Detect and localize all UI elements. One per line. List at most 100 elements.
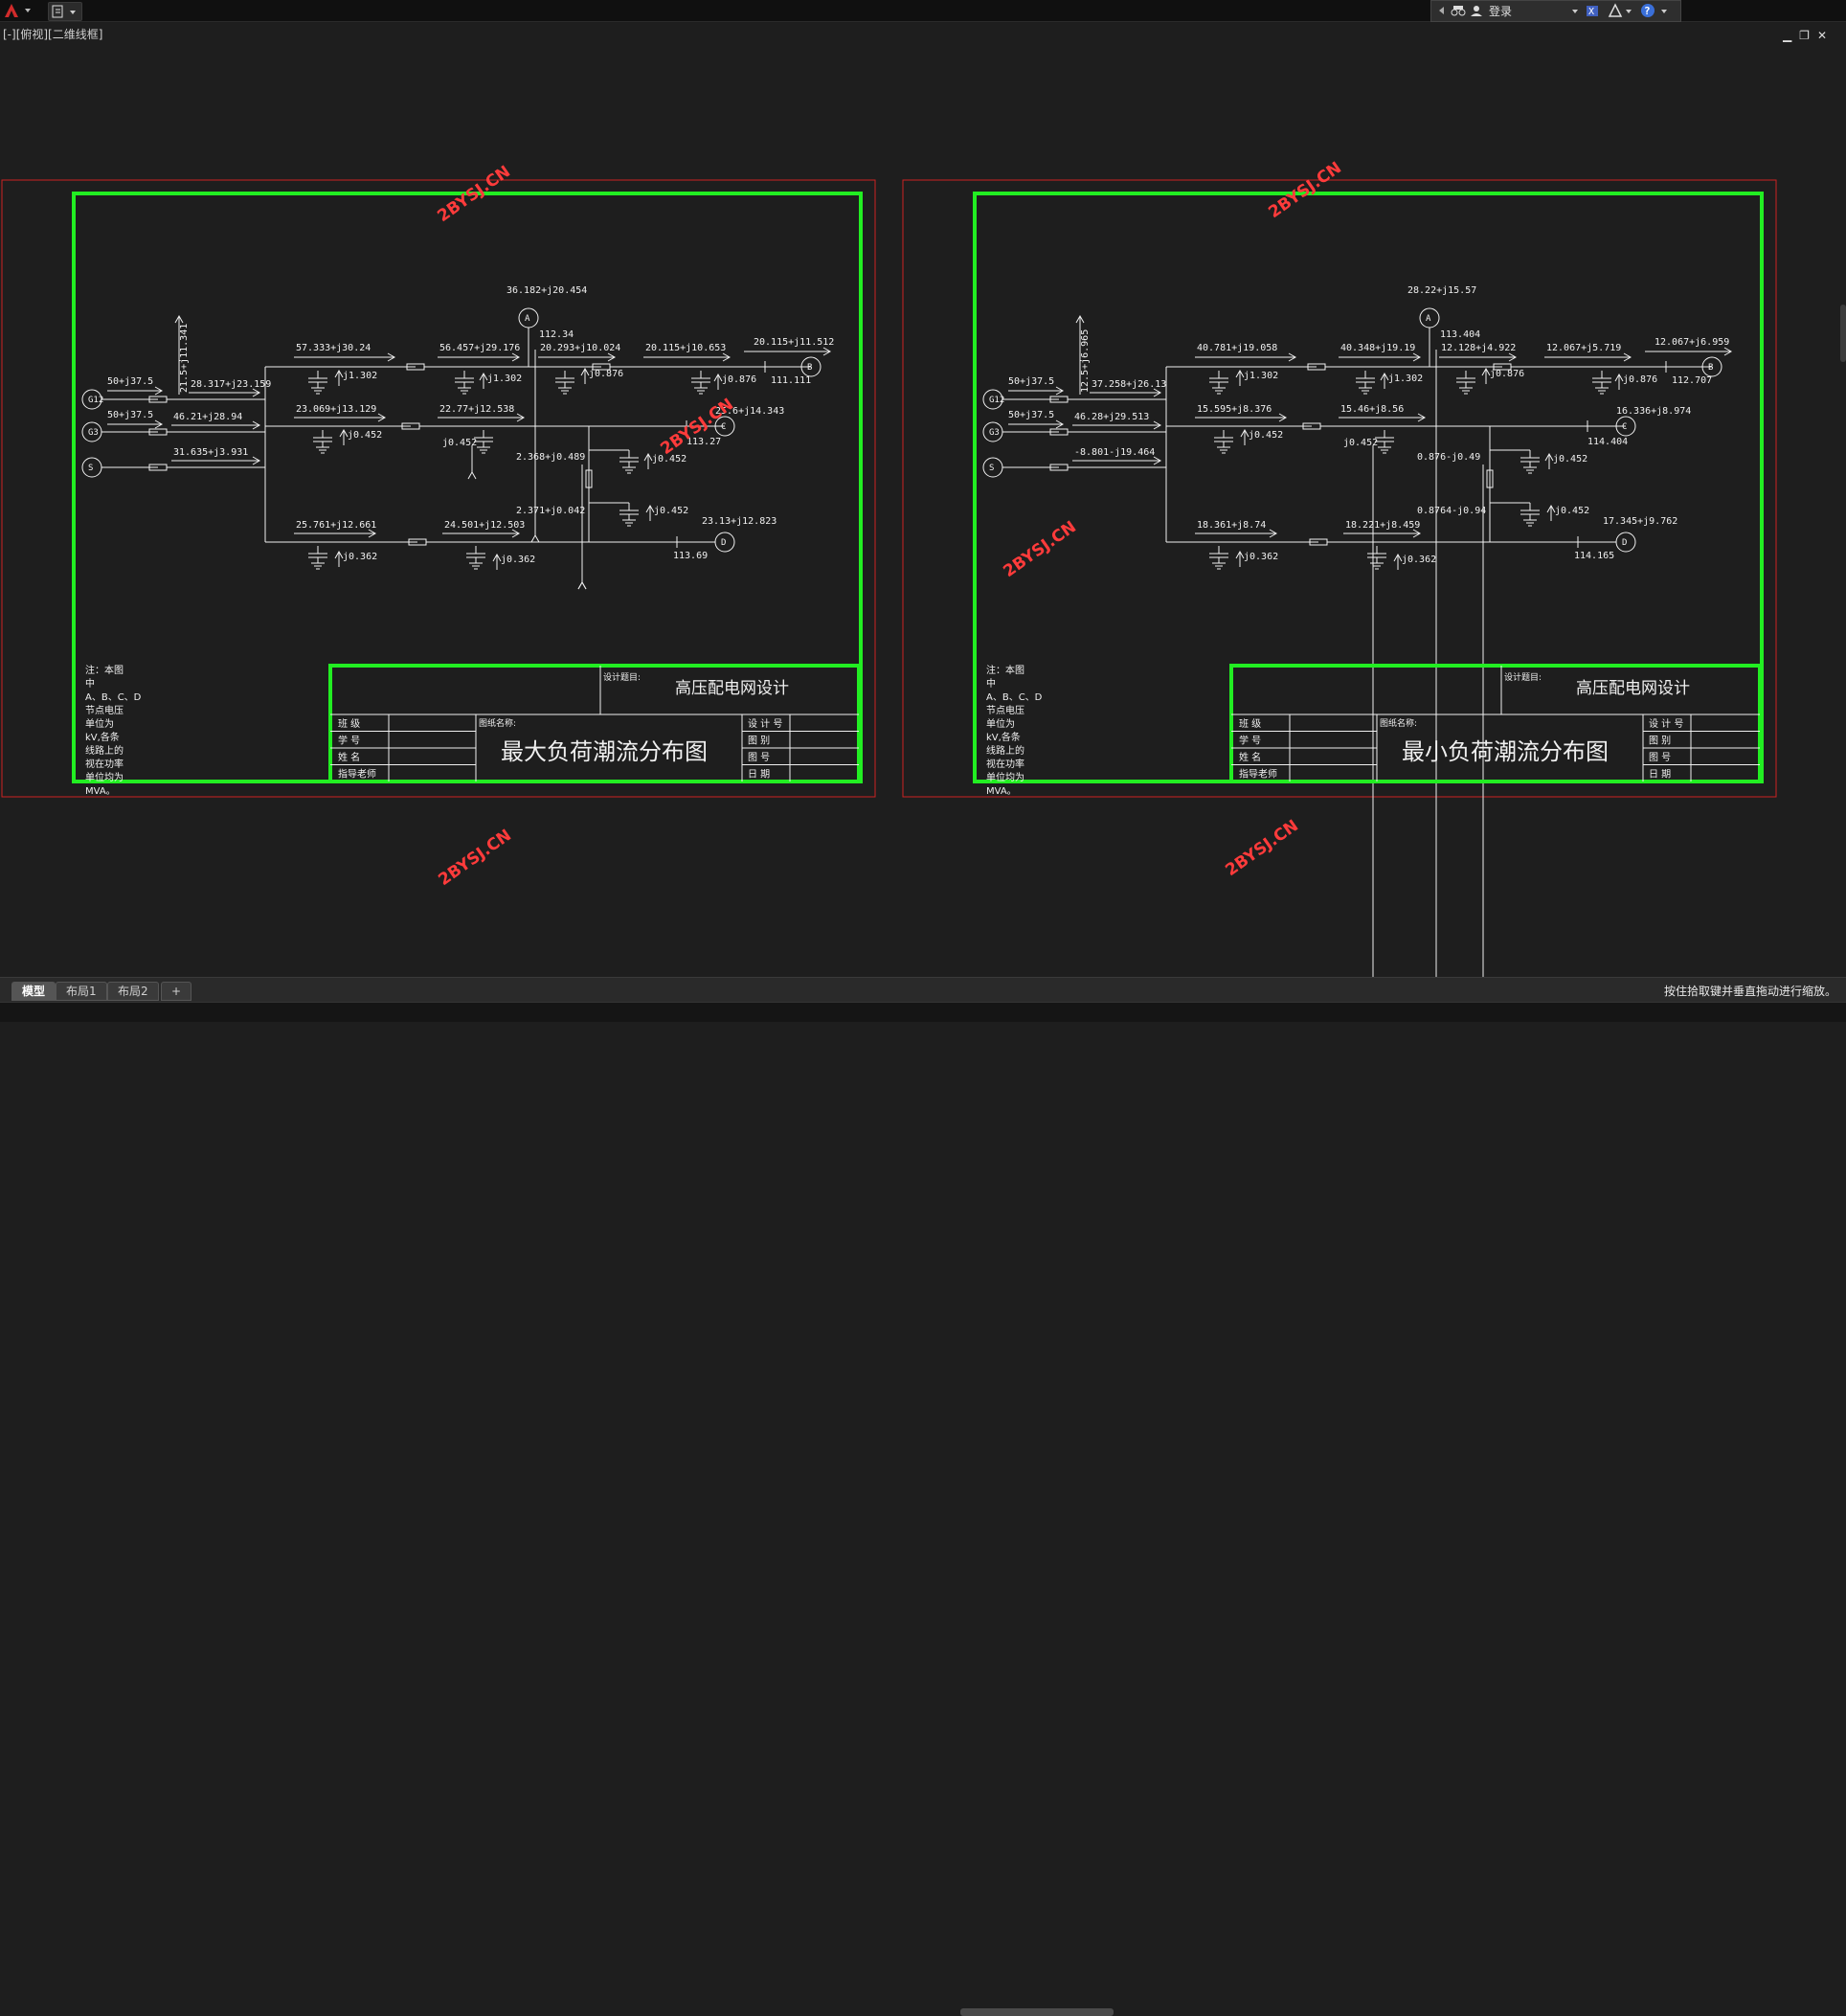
flow-arrow [645, 504, 655, 513]
application-menu-button[interactable] [2, 2, 38, 19]
note-line: 单位为 [85, 717, 114, 730]
watermark-text: 2BYSJ.CN [1222, 816, 1301, 880]
tab-layout2[interactable]: 布局2 [107, 982, 159, 1001]
flow-arrow [377, 413, 387, 422]
note-line: 中 [986, 677, 996, 690]
vertical-scrollbar[interactable] [1840, 305, 1846, 362]
horizontal-scrollbar-thumb[interactable] [960, 2008, 1114, 2016]
flow-arrow [511, 529, 521, 538]
flow-arrow [516, 413, 526, 422]
branch-d-flow-2: 24.501+j12.503 [444, 520, 525, 531]
reactive-label: j0.452 [652, 454, 687, 464]
minimize-icon[interactable]: ▁ [1782, 29, 1800, 42]
note-line: kV,各条 [986, 731, 1021, 743]
edit-document-icon [52, 5, 76, 18]
flow-arrow [1288, 352, 1297, 362]
branch-cd-flow-2: 2.371+j0.042 [516, 506, 585, 516]
flow-arrow [1614, 373, 1624, 382]
title-right-label: 设 计 号 [748, 717, 782, 730]
design-topic: 高压配电网设计 [675, 679, 789, 698]
node-b-label: B [807, 363, 812, 373]
title-row-label: 指导老师 [338, 768, 376, 781]
branch-ab-flow-1: 12.128+j4.922 [1441, 343, 1516, 353]
viewport-controls-label[interactable]: [-][俯视][二维线框] [3, 28, 103, 41]
node-c-label: C [721, 422, 726, 432]
node-c-voltage: 114.404 [1587, 437, 1628, 447]
reactive-label: j0.876 [1623, 374, 1657, 385]
flow-arrow [1412, 529, 1422, 538]
close-icon[interactable]: ✕ [1816, 29, 1835, 42]
flow-arrow [1055, 386, 1065, 396]
source-s-label: S [88, 464, 93, 473]
title-right-label: 日 期 [748, 769, 770, 781]
design-topic: 高压配电网设计 [1576, 679, 1690, 698]
generator-g12-label: G12 [88, 396, 103, 405]
note-line: 中 [85, 677, 95, 690]
flow-arrow [252, 388, 261, 397]
reactive-label: j1.302 [487, 374, 522, 384]
watermark-text: 2BYSJ.CN [1265, 158, 1344, 222]
flow-arrow [607, 352, 617, 362]
node-c-load: 16.336+j8.974 [1616, 406, 1691, 417]
source-s-label: S [989, 464, 994, 473]
flow-arrow [722, 352, 732, 362]
tab-layout1[interactable]: 布局1 [56, 982, 107, 1001]
node-a [518, 307, 539, 328]
node-b-voltage: 112.707 [1672, 375, 1712, 386]
reactive-label: j0.362 [1244, 552, 1278, 562]
gen-vertical-flow: 12.5+j6.965 [1080, 329, 1091, 393]
flow-arrow [334, 369, 344, 378]
reactive-label: j0.876 [1490, 369, 1524, 379]
design-topic-label: 设计题目: [603, 671, 641, 683]
node-c [1615, 416, 1636, 437]
restore-icon[interactable]: ❐ [1799, 29, 1817, 42]
note-line: kV,各条 [85, 731, 120, 743]
flow-arrow [1380, 372, 1389, 381]
add-layout-button[interactable]: + [161, 982, 192, 1001]
title-right-label: 设 计 号 [1649, 717, 1683, 730]
viewport-window-controls[interactable]: ▁❐✕ [1783, 29, 1835, 42]
tab-model[interactable]: 模型 [11, 982, 56, 1001]
line3-flow: -8.801-j19.464 [1074, 447, 1155, 458]
node-b-load: 12.067+j6.959 [1655, 337, 1729, 348]
quick-access-toolbar[interactable] [48, 2, 82, 21]
sign-in-label[interactable]: 登录 [1489, 5, 1513, 18]
reactive-label: j0.452 [348, 430, 382, 441]
reactive-label: j0.876 [722, 374, 756, 385]
note-line: 单位均为 [986, 771, 1024, 783]
reactive-label: j0.362 [501, 555, 535, 565]
gen-vertical-flow: 21.5+j11.341 [179, 324, 190, 393]
flow-arrow [1153, 388, 1162, 397]
title-row-label: 班 级 [1239, 718, 1261, 730]
line2-flow: 46.28+j29.513 [1074, 412, 1149, 422]
autocad-logo-icon [5, 4, 31, 17]
branch-a-flow-2: 56.457+j29.176 [439, 343, 520, 353]
node-d-voltage: 113.69 [673, 551, 708, 561]
note-line: MVA。 [85, 786, 116, 797]
sign-in-bar[interactable]: X ? 登录 [1430, 0, 1681, 22]
title-row-label: 姓 名 [338, 751, 360, 763]
reactive-label: j0.452 [1553, 454, 1587, 464]
flow-arrow [1417, 413, 1427, 422]
flow-arrow [1075, 314, 1085, 324]
node-d-label: D [721, 538, 726, 548]
branch-a-flow-2: 40.348+j19.19 [1340, 343, 1415, 353]
branch-d-flow-1: 18.361+j8.74 [1197, 520, 1266, 531]
autodesk-a360-icon [1608, 3, 1623, 17]
flow-arrow [1153, 456, 1162, 465]
title-block-frame [1229, 664, 1762, 783]
branch-ab-flow-2: 12.067+j5.719 [1546, 343, 1621, 353]
flow-arrow [1278, 413, 1288, 422]
branch-cd-flow-2: 0.8764-j0.94 [1417, 506, 1486, 516]
line1-flow: 37.258+j26.13 [1092, 379, 1166, 390]
reactive-label: j0.452 [1249, 430, 1283, 441]
reactive-label: j1.302 [343, 371, 377, 381]
node-c-load: 25.6+j14.343 [715, 406, 784, 417]
title-row-label: 班 级 [338, 718, 360, 730]
branch-c-flow-1: 15.595+j8.376 [1197, 404, 1272, 415]
reactive-label: j0.452 [442, 438, 477, 448]
flow-arrow [492, 553, 502, 562]
generator-g12-label: G12 [989, 396, 1004, 405]
line2-flow: 46.21+j28.94 [173, 412, 242, 422]
